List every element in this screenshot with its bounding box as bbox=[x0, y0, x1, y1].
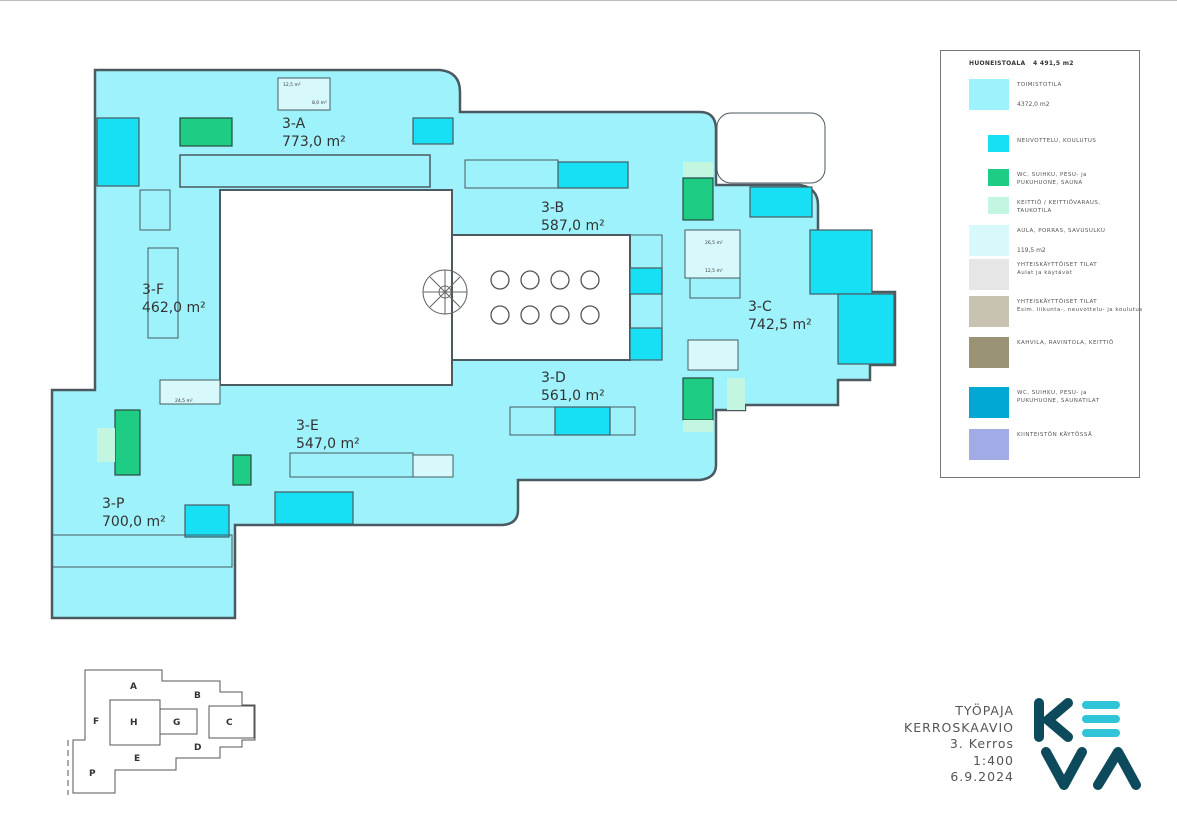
legend-label-2: PUKUHUONE, SAUNA bbox=[1017, 180, 1083, 186]
legend-swatch bbox=[969, 225, 1009, 256]
legend-swatch bbox=[969, 337, 1009, 368]
courtyard-a-corridor bbox=[179, 154, 431, 188]
logo-k bbox=[1034, 698, 1073, 742]
zone-area: 462,0 m² bbox=[142, 300, 206, 316]
zone-id: 3-C bbox=[748, 299, 772, 315]
logo-va bbox=[1041, 747, 1141, 790]
zone-area: 700,0 m² bbox=[102, 514, 166, 530]
zone-area: 587,0 m² bbox=[541, 218, 605, 234]
zone-id: 3-A bbox=[282, 116, 306, 132]
date-label: 6.9.2024 bbox=[950, 769, 1014, 784]
legend-label: KEITTIÖ / KEITTIÖVARAUS, bbox=[1017, 200, 1101, 206]
zone-area: 547,0 m² bbox=[296, 436, 360, 452]
legend-swatch bbox=[969, 259, 1009, 290]
legend-label-2: Esim. liikunta-, neuvottelu- ja koulutus bbox=[1017, 307, 1143, 313]
courtyard-g bbox=[451, 234, 631, 361]
zone-id: 3-E bbox=[296, 418, 319, 434]
zone-id: 3-B bbox=[541, 200, 564, 216]
key-map bbox=[67, 669, 256, 795]
legend-swatch bbox=[969, 296, 1009, 327]
legend-label: YHTEISKÄYTTÖISET TILAT bbox=[1017, 262, 1098, 268]
title-block: TYÖPAJA KERROSKAAVIO 3. Kerros 1:400 6.9… bbox=[880, 703, 1014, 786]
column-circle bbox=[520, 270, 540, 290]
key-map-letter: P bbox=[89, 769, 96, 779]
scale-label: 1:400 bbox=[972, 752, 1014, 768]
legend-label: WC, SUIHKU, PESU- ja bbox=[1017, 172, 1087, 178]
column-circle bbox=[490, 270, 510, 290]
spiral-stair bbox=[422, 269, 468, 315]
page-border bbox=[0, 0, 1177, 1]
title-line1: TYÖPAJA bbox=[955, 703, 1014, 718]
room-area-label: 24,5 m² bbox=[175, 398, 193, 404]
legend-label: KIINTEISTÖN KÄYTÖSSÄ bbox=[1017, 432, 1093, 438]
legend-swatch bbox=[988, 135, 1009, 152]
zone-area: 561,0 m² bbox=[541, 388, 605, 404]
legend-swatch bbox=[988, 197, 1009, 214]
column-circle bbox=[550, 270, 570, 290]
title-line2: KERROSKAAVIO bbox=[904, 719, 1014, 735]
legend-area: 119,5 m2 bbox=[1017, 247, 1046, 254]
wc-rooms bbox=[114, 117, 714, 486]
legend-label-2: Aulat ja käytävät bbox=[1017, 270, 1073, 276]
legend-swatch bbox=[969, 429, 1009, 460]
legend-swatch bbox=[988, 169, 1009, 186]
key-map-letter: B bbox=[194, 691, 201, 701]
room-area-label: 12,5 m² bbox=[283, 82, 301, 88]
key-map-letter: E bbox=[134, 754, 140, 764]
stair-lobbies bbox=[159, 77, 741, 478]
legend-area: 4372,0 m2 bbox=[1017, 101, 1050, 108]
room-area-label: 12,5 m² bbox=[705, 268, 723, 274]
column-circle bbox=[490, 305, 510, 325]
legend-label: YHTEISKÄYTTÖISET TILAT bbox=[1017, 299, 1098, 305]
legend-total: 4 491,5 m2 bbox=[1033, 60, 1074, 67]
zone-id: 3-P bbox=[102, 496, 124, 512]
room-area-label: 8,0 m² bbox=[312, 100, 327, 106]
legend-label: AULA, PORRAS, SAVUSULKU bbox=[1017, 228, 1106, 234]
zone-area: 773,0 m² bbox=[282, 134, 346, 150]
zone-area: 742,5 m² bbox=[748, 317, 812, 333]
meeting-rooms bbox=[96, 117, 895, 538]
legend-swatch bbox=[969, 387, 1009, 418]
office-partitions bbox=[51, 159, 741, 568]
column-circle bbox=[520, 305, 540, 325]
key-map-letter: D bbox=[194, 743, 201, 753]
key-map-letter: F bbox=[93, 717, 99, 727]
key-map-letter: G bbox=[173, 718, 180, 728]
legend-swatch bbox=[969, 79, 1009, 110]
floor-label: 3. Kerros bbox=[949, 736, 1014, 751]
room-area-label: 26,5 m² bbox=[705, 240, 723, 246]
column-circle bbox=[580, 305, 600, 325]
top-right-void bbox=[716, 112, 826, 184]
legend-label: NEUVOTTELU, KOULUTUS bbox=[1017, 138, 1097, 144]
key-map-letter: C bbox=[226, 718, 233, 728]
kitchen-areas bbox=[97, 162, 745, 462]
key-map-letter: H bbox=[130, 718, 138, 728]
keva-logo bbox=[1034, 698, 1141, 790]
column-circle bbox=[580, 270, 600, 290]
zone-id: 3-D bbox=[541, 370, 566, 386]
legend-label: KAHVILA, RAVINTOLA, KEITTIÖ bbox=[1017, 340, 1114, 346]
legend-label-2: PUKUHUONE, SAUNATILAT bbox=[1017, 398, 1100, 404]
column-circle bbox=[550, 305, 570, 325]
zone-id: 3-F bbox=[142, 282, 164, 298]
legend: HUONEISTOALA 4 491,5 m2 TOIMISTOTILA 4372… bbox=[940, 50, 1143, 478]
legend-heading: HUONEISTOALA bbox=[969, 60, 1026, 67]
logo-e bbox=[1082, 701, 1120, 737]
legend-label: TOIMISTOTILA bbox=[1017, 82, 1062, 88]
courtyard-h bbox=[219, 189, 453, 386]
key-map-letter: A bbox=[130, 682, 137, 692]
legend-label: WC, SUIHKU, PESU- ja bbox=[1017, 390, 1087, 396]
legend-label-2: TAUKOTILA bbox=[1017, 208, 1052, 214]
courtyard-columns bbox=[490, 270, 600, 325]
